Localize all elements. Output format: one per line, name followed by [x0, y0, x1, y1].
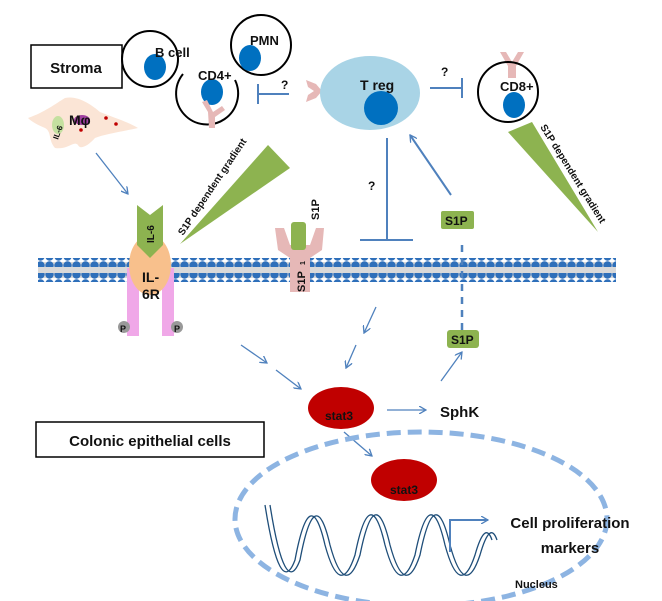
- svg-text:B cell: B cell: [155, 45, 190, 60]
- pmn-cell: PMN: [230, 14, 292, 76]
- cd4-cell: CD4+: [175, 68, 240, 128]
- il6-receptor: IL- 6R P P: [118, 235, 183, 336]
- svg-text:IL-6: IL-6: [146, 225, 157, 243]
- stat3-cytoplasm: stat3: [308, 387, 374, 429]
- arrow-il6-secretion: [95, 152, 128, 194]
- svg-text:?: ?: [441, 65, 448, 79]
- svg-text:?: ?: [368, 179, 375, 193]
- treg-cell: T reg: [306, 56, 420, 130]
- b-cell: B cell: [121, 30, 190, 88]
- pmn-nucleus: [239, 45, 261, 71]
- receptor-icon: [500, 52, 524, 78]
- svg-text:S1P: S1P: [310, 199, 322, 220]
- inhibition-treg-to-cd8: ?: [430, 65, 463, 98]
- svg-text:6R: 6R: [142, 286, 160, 302]
- inhibition-treg-to-membrane: ?: [360, 138, 413, 241]
- transcription-arrow: [449, 520, 488, 552]
- markers-label-line1: Cell proliferation: [510, 515, 629, 532]
- svg-text:Stroma: Stroma: [50, 60, 102, 77]
- svg-text:?: ?: [281, 78, 288, 92]
- svg-text:P: P: [120, 324, 126, 334]
- dna-helix: [264, 504, 498, 576]
- macrophage: Mφ IL-6: [28, 97, 138, 149]
- stroma-label-box: Stroma: [30, 44, 123, 89]
- stat3-nucleus: stat3: [371, 459, 437, 501]
- svg-text:IL-: IL-: [142, 269, 159, 285]
- svg-text:Mφ: Mφ: [69, 112, 91, 128]
- s1p-box-lower: S1P: [447, 330, 479, 348]
- svg-text:PMN: PMN: [250, 33, 279, 48]
- cd4-nucleus: [201, 79, 223, 105]
- markers-label-line2: markers: [541, 540, 599, 557]
- receptor-icon: [306, 80, 322, 102]
- b-cell-nucleus: [144, 54, 166, 80]
- s1p-gradient-left: S1P dependent gradient: [176, 136, 290, 244]
- cell-membrane: [38, 258, 616, 282]
- svg-text:Colonic epithelial cells: Colonic epithelial cells: [69, 433, 231, 450]
- svg-text:1: 1: [300, 261, 307, 265]
- treg-nucleus: [364, 91, 398, 125]
- receptor-icon: [202, 100, 225, 128]
- nucleus-label: Nucleus: [515, 579, 558, 591]
- signalling-arrows: [240, 306, 462, 456]
- svg-text:CD4+: CD4+: [198, 68, 232, 83]
- svg-text:S1P: S1P: [445, 214, 468, 228]
- svg-text:S1P: S1P: [296, 271, 308, 292]
- svg-text:stat3: stat3: [390, 483, 418, 497]
- arrow-s1p-to-treg: [409, 135, 452, 196]
- nucleus-membrane: [232, 429, 610, 601]
- svg-text:S1P: S1P: [451, 333, 474, 347]
- svg-text:stat3: stat3: [325, 409, 353, 423]
- s1p1-receptor: S1P S1P 1: [275, 199, 324, 292]
- il6-ligand: IL-6: [137, 205, 163, 258]
- inhibition-treg-to-cd4: ?: [257, 78, 289, 104]
- sphk-label: SphK: [440, 404, 479, 421]
- cd8-nucleus: [503, 92, 525, 118]
- s1p-gradient-right: S1P dependent gradient: [508, 122, 608, 232]
- svg-text:P: P: [174, 324, 180, 334]
- s1p-box-upper: S1P: [441, 211, 474, 229]
- svg-text:T reg: T reg: [360, 77, 394, 93]
- cd8-cell: CD8+: [477, 52, 539, 123]
- colonic-epithelial-label-box: Colonic epithelial cells: [35, 421, 265, 458]
- svg-text:CD8+: CD8+: [500, 79, 534, 94]
